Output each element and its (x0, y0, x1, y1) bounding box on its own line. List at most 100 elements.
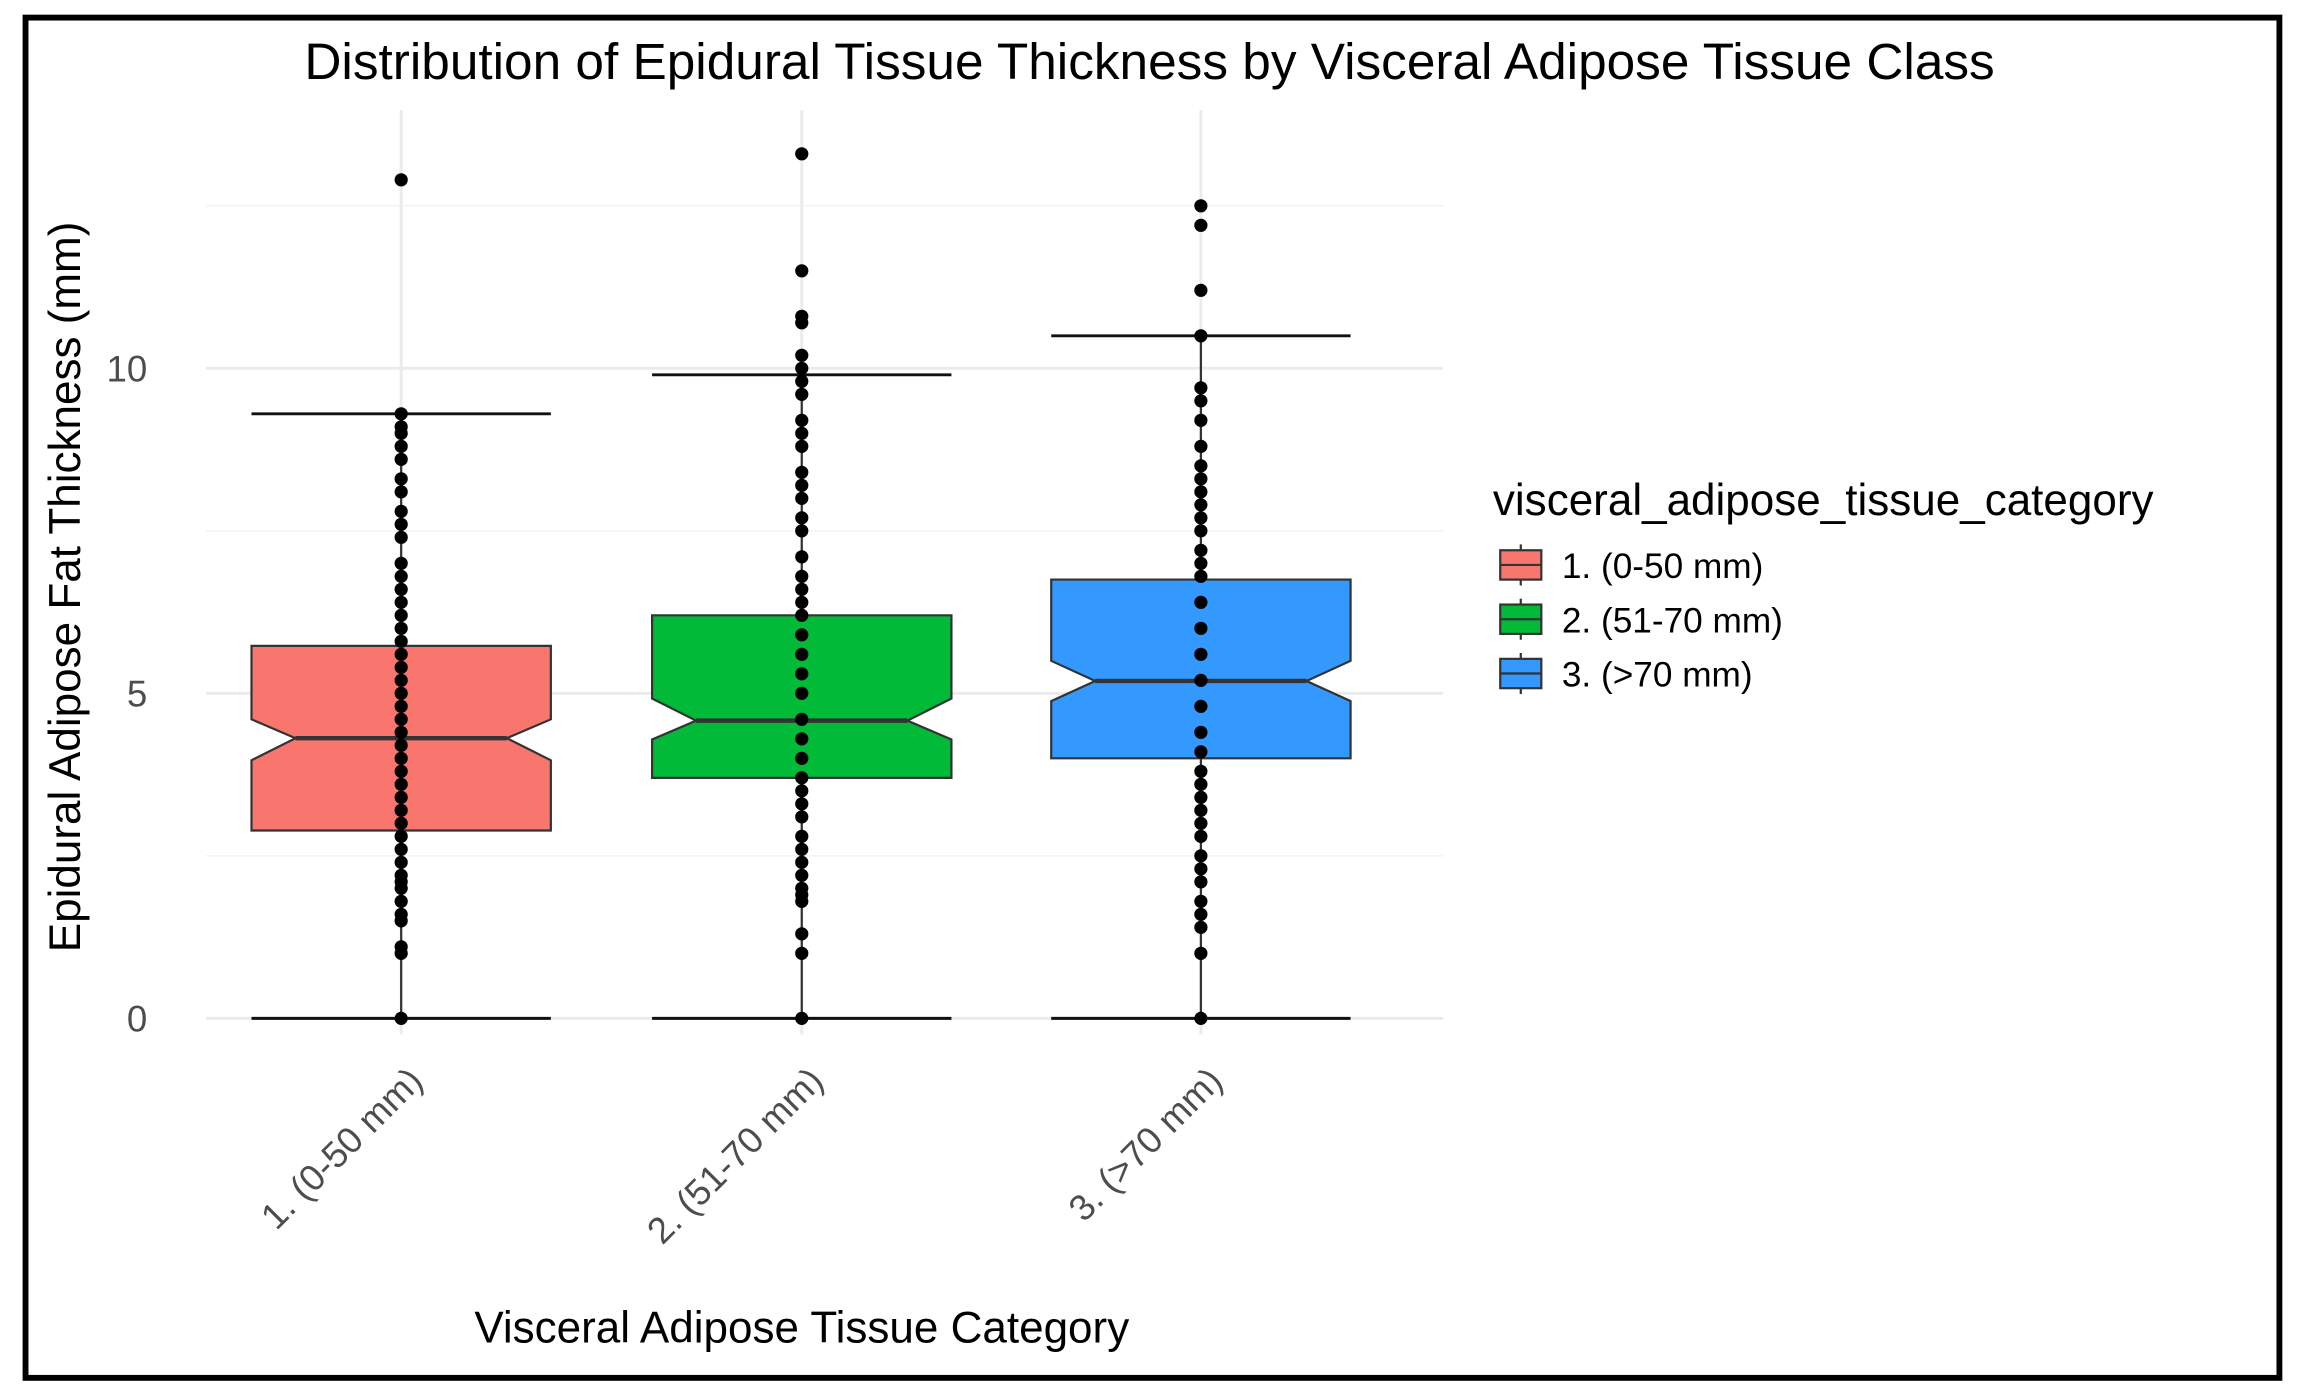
data-point (1194, 829, 1208, 843)
data-point (394, 816, 408, 830)
data-point (795, 348, 809, 362)
data-point (394, 1011, 408, 1025)
data-point (795, 771, 809, 785)
data-point (1194, 946, 1208, 960)
data-point (1194, 218, 1208, 232)
data-point (1194, 920, 1208, 934)
data-point (795, 732, 809, 746)
data-point (795, 784, 809, 798)
data-point (394, 738, 408, 752)
data-point (1194, 543, 1208, 557)
data-point (1194, 569, 1208, 583)
data-point (795, 511, 809, 525)
data-point (795, 628, 809, 642)
data-point (795, 147, 809, 161)
data-point (795, 712, 809, 726)
data-point (394, 907, 408, 921)
data-point (394, 621, 408, 635)
data-point (394, 712, 408, 726)
data-point (1194, 875, 1208, 889)
data-point (394, 420, 408, 434)
data-point (394, 472, 408, 486)
data-point (795, 810, 809, 824)
data-point (394, 647, 408, 661)
data-point (1194, 621, 1208, 635)
y-tick-label: 10 (107, 349, 148, 390)
data-point (394, 764, 408, 778)
data-point (1194, 413, 1208, 427)
data-point (795, 387, 809, 401)
data-point (394, 485, 408, 499)
data-point (795, 868, 809, 882)
data-point (795, 309, 809, 323)
data-point (1194, 524, 1208, 538)
data-point (795, 550, 809, 564)
data-point (394, 803, 408, 817)
data-point (795, 264, 809, 278)
data-point (394, 790, 408, 804)
data-point (1194, 849, 1208, 863)
data-points (394, 147, 1208, 1025)
data-point (394, 829, 408, 843)
data-point (1194, 803, 1208, 817)
data-point (1194, 790, 1208, 804)
y-axis-label: Epidural Adipose Fat Thickness (mm) (41, 222, 90, 953)
data-point (795, 855, 809, 869)
data-point (1194, 816, 1208, 830)
data-point (394, 439, 408, 453)
data-point (394, 634, 408, 648)
data-point (394, 673, 408, 687)
data-point (795, 524, 809, 538)
data-point (1194, 777, 1208, 791)
data-point (1194, 647, 1208, 661)
data-point (1194, 862, 1208, 876)
data-point (394, 530, 408, 544)
legend-label: 2. (51-70 mm) (1562, 601, 1783, 640)
data-point (795, 413, 809, 427)
data-point (795, 667, 809, 681)
data-point (1194, 439, 1208, 453)
data-point (394, 173, 408, 187)
data-point (394, 855, 408, 869)
data-point (795, 797, 809, 811)
legend: visceral_adipose_tissue_category 1. (0-5… (1493, 476, 2154, 695)
data-point (1194, 745, 1208, 759)
data-point (394, 777, 408, 791)
legend-title: visceral_adipose_tissue_category (1493, 476, 2154, 525)
data-point (1194, 595, 1208, 609)
data-point (394, 940, 408, 954)
legend-label: 3. (>70 mm) (1562, 656, 1753, 695)
data-point (1194, 329, 1208, 343)
data-point (795, 1011, 809, 1025)
data-point (394, 751, 408, 765)
data-point (795, 426, 809, 440)
data-point (795, 465, 809, 479)
data-point (795, 881, 809, 895)
data-point (1194, 485, 1208, 499)
box-3 (1050, 578, 1352, 760)
data-point (795, 686, 809, 700)
data-point (1194, 283, 1208, 297)
data-point (394, 556, 408, 570)
chart-title: Distribution of Epidural Tissue Thicknes… (304, 33, 1994, 90)
data-point (795, 927, 809, 941)
data-point (394, 595, 408, 609)
data-point (394, 699, 408, 713)
data-point (394, 452, 408, 466)
data-point (1194, 1011, 1208, 1025)
data-point (1194, 673, 1208, 687)
data-point (1194, 381, 1208, 395)
data-point (394, 868, 408, 882)
y-tick-label: 0 (127, 999, 147, 1040)
data-point (795, 842, 809, 856)
legend-label: 1. (0-50 mm) (1562, 547, 1763, 586)
data-point (394, 894, 408, 908)
data-point (795, 608, 809, 622)
data-point (1194, 907, 1208, 921)
data-point (795, 361, 809, 375)
data-point (1194, 894, 1208, 908)
y-tick-label: 5 (127, 674, 147, 715)
data-point (394, 517, 408, 531)
data-point (1194, 394, 1208, 408)
